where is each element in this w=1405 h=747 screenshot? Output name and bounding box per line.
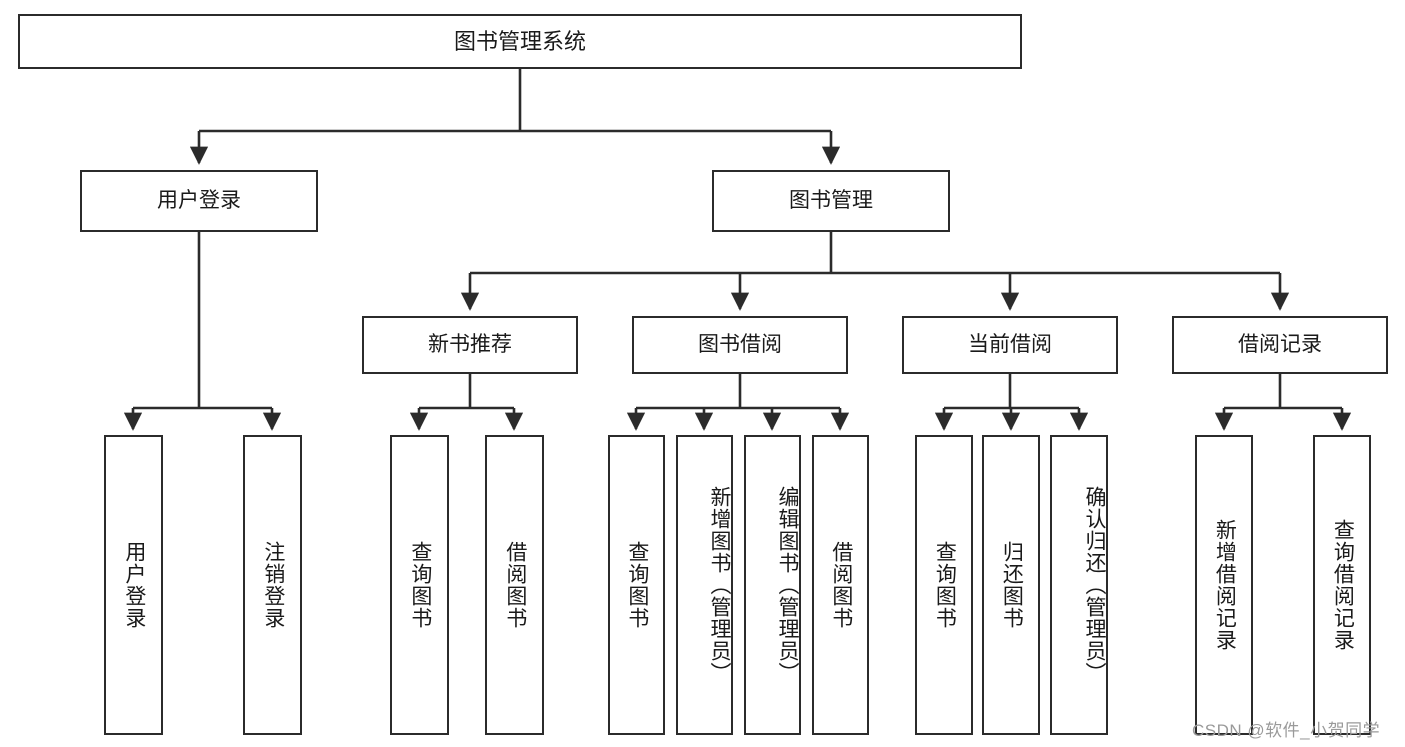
node-book-borrow[interactable]: 图书借阅 <box>632 316 848 374</box>
node-label: 用户登录 <box>122 541 146 629</box>
node-leaf-query-book-current[interactable]: 查询图书 <box>915 435 973 735</box>
node-current-borrow[interactable]: 当前借阅 <box>902 316 1118 374</box>
node-label: 查询图书 <box>933 541 957 629</box>
node-label: 用户登录 <box>157 188 241 212</box>
csdn-watermark: CSDN @软件_小贺同学 <box>1192 721 1381 740</box>
node-label: 新增图书（管理员） <box>708 486 731 684</box>
node-leaf-query-book-recommend[interactable]: 查询图书 <box>390 435 449 735</box>
node-leaf-borrow-book[interactable]: 借阅图书 <box>812 435 869 735</box>
node-borrow-record[interactable]: 借阅记录 <box>1172 316 1388 374</box>
node-label: 新书推荐 <box>428 332 512 356</box>
node-label: 图书管理系统 <box>453 28 586 54</box>
node-label: 查询借阅记录 <box>1331 519 1355 651</box>
node-label: 图书借阅 <box>698 332 782 356</box>
node-root-system[interactable]: 图书管理系统 <box>18 14 1022 69</box>
node-leaf-user-logout[interactable]: 注销登录 <box>243 435 302 735</box>
node-leaf-query-borrow-record[interactable]: 查询借阅记录 <box>1313 435 1371 735</box>
node-leaf-add-borrow-record[interactable]: 新增借阅记录 <box>1195 435 1253 735</box>
node-label: 注销登录 <box>261 541 285 629</box>
node-label: 图书管理 <box>789 188 873 212</box>
node-label: 归还图书 <box>1000 541 1024 629</box>
node-label: 借阅图书 <box>829 541 853 629</box>
node-leaf-borrow-book-recommend[interactable]: 借阅图书 <box>485 435 544 735</box>
node-new-book-recommend[interactable]: 新书推荐 <box>362 316 578 374</box>
node-label: 确认归还（管理员） <box>1083 486 1106 684</box>
node-leaf-edit-book-admin[interactable]: 编辑图书（管理员） <box>744 435 801 735</box>
node-user-login[interactable]: 用户登录 <box>80 170 318 232</box>
node-label: 新增借阅记录 <box>1213 519 1237 651</box>
node-leaf-query-book-borrow[interactable]: 查询图书 <box>608 435 665 735</box>
node-label: 查询图书 <box>408 541 432 629</box>
node-leaf-user-login[interactable]: 用户登录 <box>104 435 163 735</box>
node-leaf-add-book-admin[interactable]: 新增图书（管理员） <box>676 435 733 735</box>
node-leaf-confirm-return-admin[interactable]: 确认归还（管理员） <box>1050 435 1108 735</box>
node-label: 编辑图书（管理员） <box>776 486 799 684</box>
node-leaf-return-book[interactable]: 归还图书 <box>982 435 1040 735</box>
node-label: 当前借阅 <box>968 332 1052 356</box>
node-label: 查询图书 <box>625 541 649 629</box>
node-book-management[interactable]: 图书管理 <box>712 170 950 232</box>
node-label: 借阅记录 <box>1238 332 1322 356</box>
node-label: 借阅图书 <box>503 541 527 629</box>
